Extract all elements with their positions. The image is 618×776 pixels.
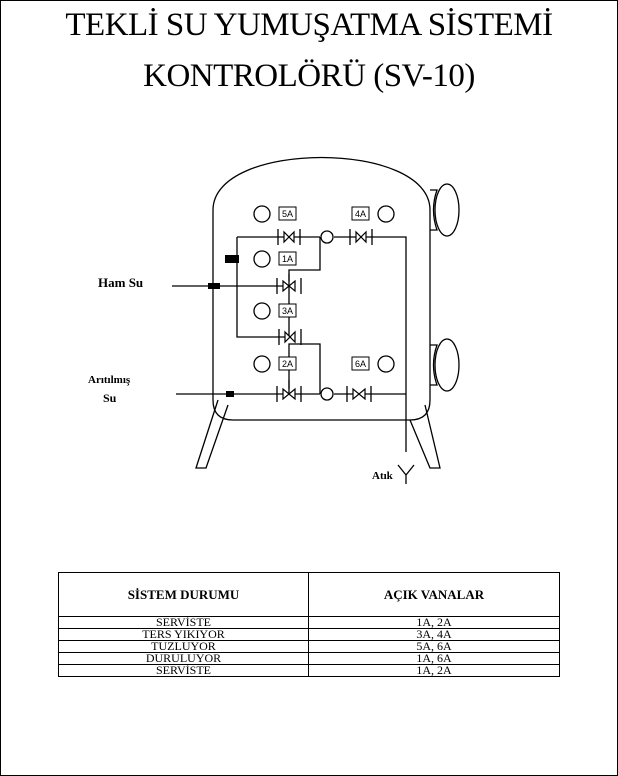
side-port-lower <box>430 344 438 386</box>
table-row: DURULUYOR 1A, 6A <box>58 652 560 665</box>
indicator-2a <box>253 355 271 373</box>
status-cell: TUZLUYOR <box>58 640 309 653</box>
status-cell: TERS YIKIYOR <box>58 628 309 641</box>
valve-label-box-4a <box>351 206 370 221</box>
valve-label-box-1a <box>278 251 297 266</box>
valve-label-5a: 5A <box>282 209 293 219</box>
drain-label: Atık <box>372 470 394 482</box>
valve-4a <box>355 230 367 244</box>
tank-body <box>212 156 431 421</box>
indicator-3a <box>253 302 271 320</box>
status-cell: SERVİSTE <box>58 616 309 629</box>
side-port-upper-cap <box>434 183 460 237</box>
column-header-system-status: SİSTEM DURUMU <box>58 572 309 617</box>
indicator-5a <box>253 205 271 223</box>
valve-5a <box>283 230 295 244</box>
valve-6a <box>352 387 366 401</box>
page-title-line-1: TEKLİ SU YUMUŞATMA SİSTEMİ <box>65 7 553 43</box>
table-row: TUZLUYOR 5A, 6A <box>58 640 560 653</box>
indicator-4a <box>377 205 395 223</box>
table-row: SERVİSTE 1A, 2A <box>58 616 560 629</box>
drain-outlet <box>397 464 415 484</box>
table-row: SERVİSTE 1A, 2A <box>58 664 560 677</box>
softener-tank-diagram: 5A 4A 1A 3A 2A 6A Ham Su Arıtılmış Su At… <box>88 156 460 484</box>
status-cell: SERVİSTE <box>58 664 309 677</box>
inlet-stub <box>225 255 239 263</box>
indicator-6a <box>377 355 395 373</box>
valve-label-4a: 4A <box>355 209 366 219</box>
tank-leg-left <box>195 399 229 469</box>
pipe-tee-lower <box>320 387 334 401</box>
treated-water-label-1: Arıtılmış <box>88 374 131 386</box>
valve-label-3a: 3A <box>282 306 293 316</box>
table-row: TERS YIKIYOR 3A, 4A <box>58 628 560 641</box>
side-port-upper <box>430 189 438 231</box>
valve-label-6a: 6A <box>355 359 366 369</box>
valve-status-table: SİSTEM DURUMU AÇIK VANALAR SERVİSTE 1A, … <box>58 572 560 677</box>
valve-3a <box>284 330 296 344</box>
table-header-row: SİSTEM DURUMU AÇIK VANALAR <box>58 572 560 617</box>
indicator-1a <box>253 250 271 268</box>
valve-label-box-2a <box>278 356 297 371</box>
pipe-tee-upper <box>320 230 334 244</box>
valves-cell: 5A, 6A <box>308 640 560 653</box>
valves-cell: 1A, 6A <box>308 652 560 665</box>
valves-cell: 3A, 4A <box>308 628 560 641</box>
valve-label-box-5a <box>278 206 297 221</box>
page-title-line-2: KONTROLÖRÜ (SV-10) <box>143 58 475 94</box>
treated-water-label-2: Su <box>103 391 117 405</box>
column-header-open-valves: AÇIK VANALAR <box>308 572 560 617</box>
valves-cell: 1A, 2A <box>308 664 560 677</box>
outlet-nozzle <box>226 391 234 397</box>
raw-water-label: Ham Su <box>98 275 143 290</box>
tank-leg-right <box>409 404 441 469</box>
side-port-lower-cap <box>434 338 460 392</box>
inlet-nozzle <box>208 283 220 289</box>
valve-2a <box>282 387 296 401</box>
valve-1a <box>282 279 296 293</box>
valve-label-box-6a <box>351 356 370 371</box>
valve-label-2a: 2A <box>282 359 293 369</box>
valve-label-box-3a <box>278 303 297 318</box>
valves-cell: 1A, 2A <box>308 616 560 629</box>
valve-label-1a: 1A <box>282 254 293 264</box>
status-cell: DURULUYOR <box>58 652 309 665</box>
